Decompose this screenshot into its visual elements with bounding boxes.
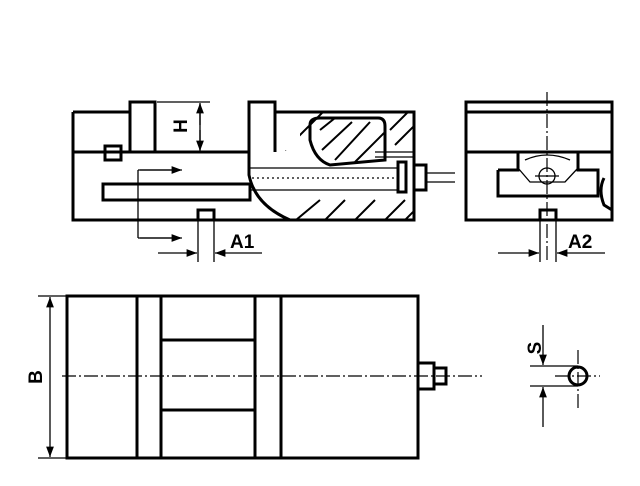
height-label: H [171, 119, 192, 133]
key-side [196, 208, 216, 222]
top-view: B [26, 294, 482, 460]
side-view: H A1 [71, 100, 455, 262]
key-spacing-detail: S [525, 325, 600, 427]
key-front [538, 208, 558, 222]
nut-block [308, 116, 387, 167]
s-label: S [525, 342, 546, 355]
a1-label: A1 [230, 232, 255, 253]
front-view: A2 [464, 92, 614, 262]
a2-label: A2 [568, 232, 592, 253]
width-label: B [26, 370, 47, 384]
